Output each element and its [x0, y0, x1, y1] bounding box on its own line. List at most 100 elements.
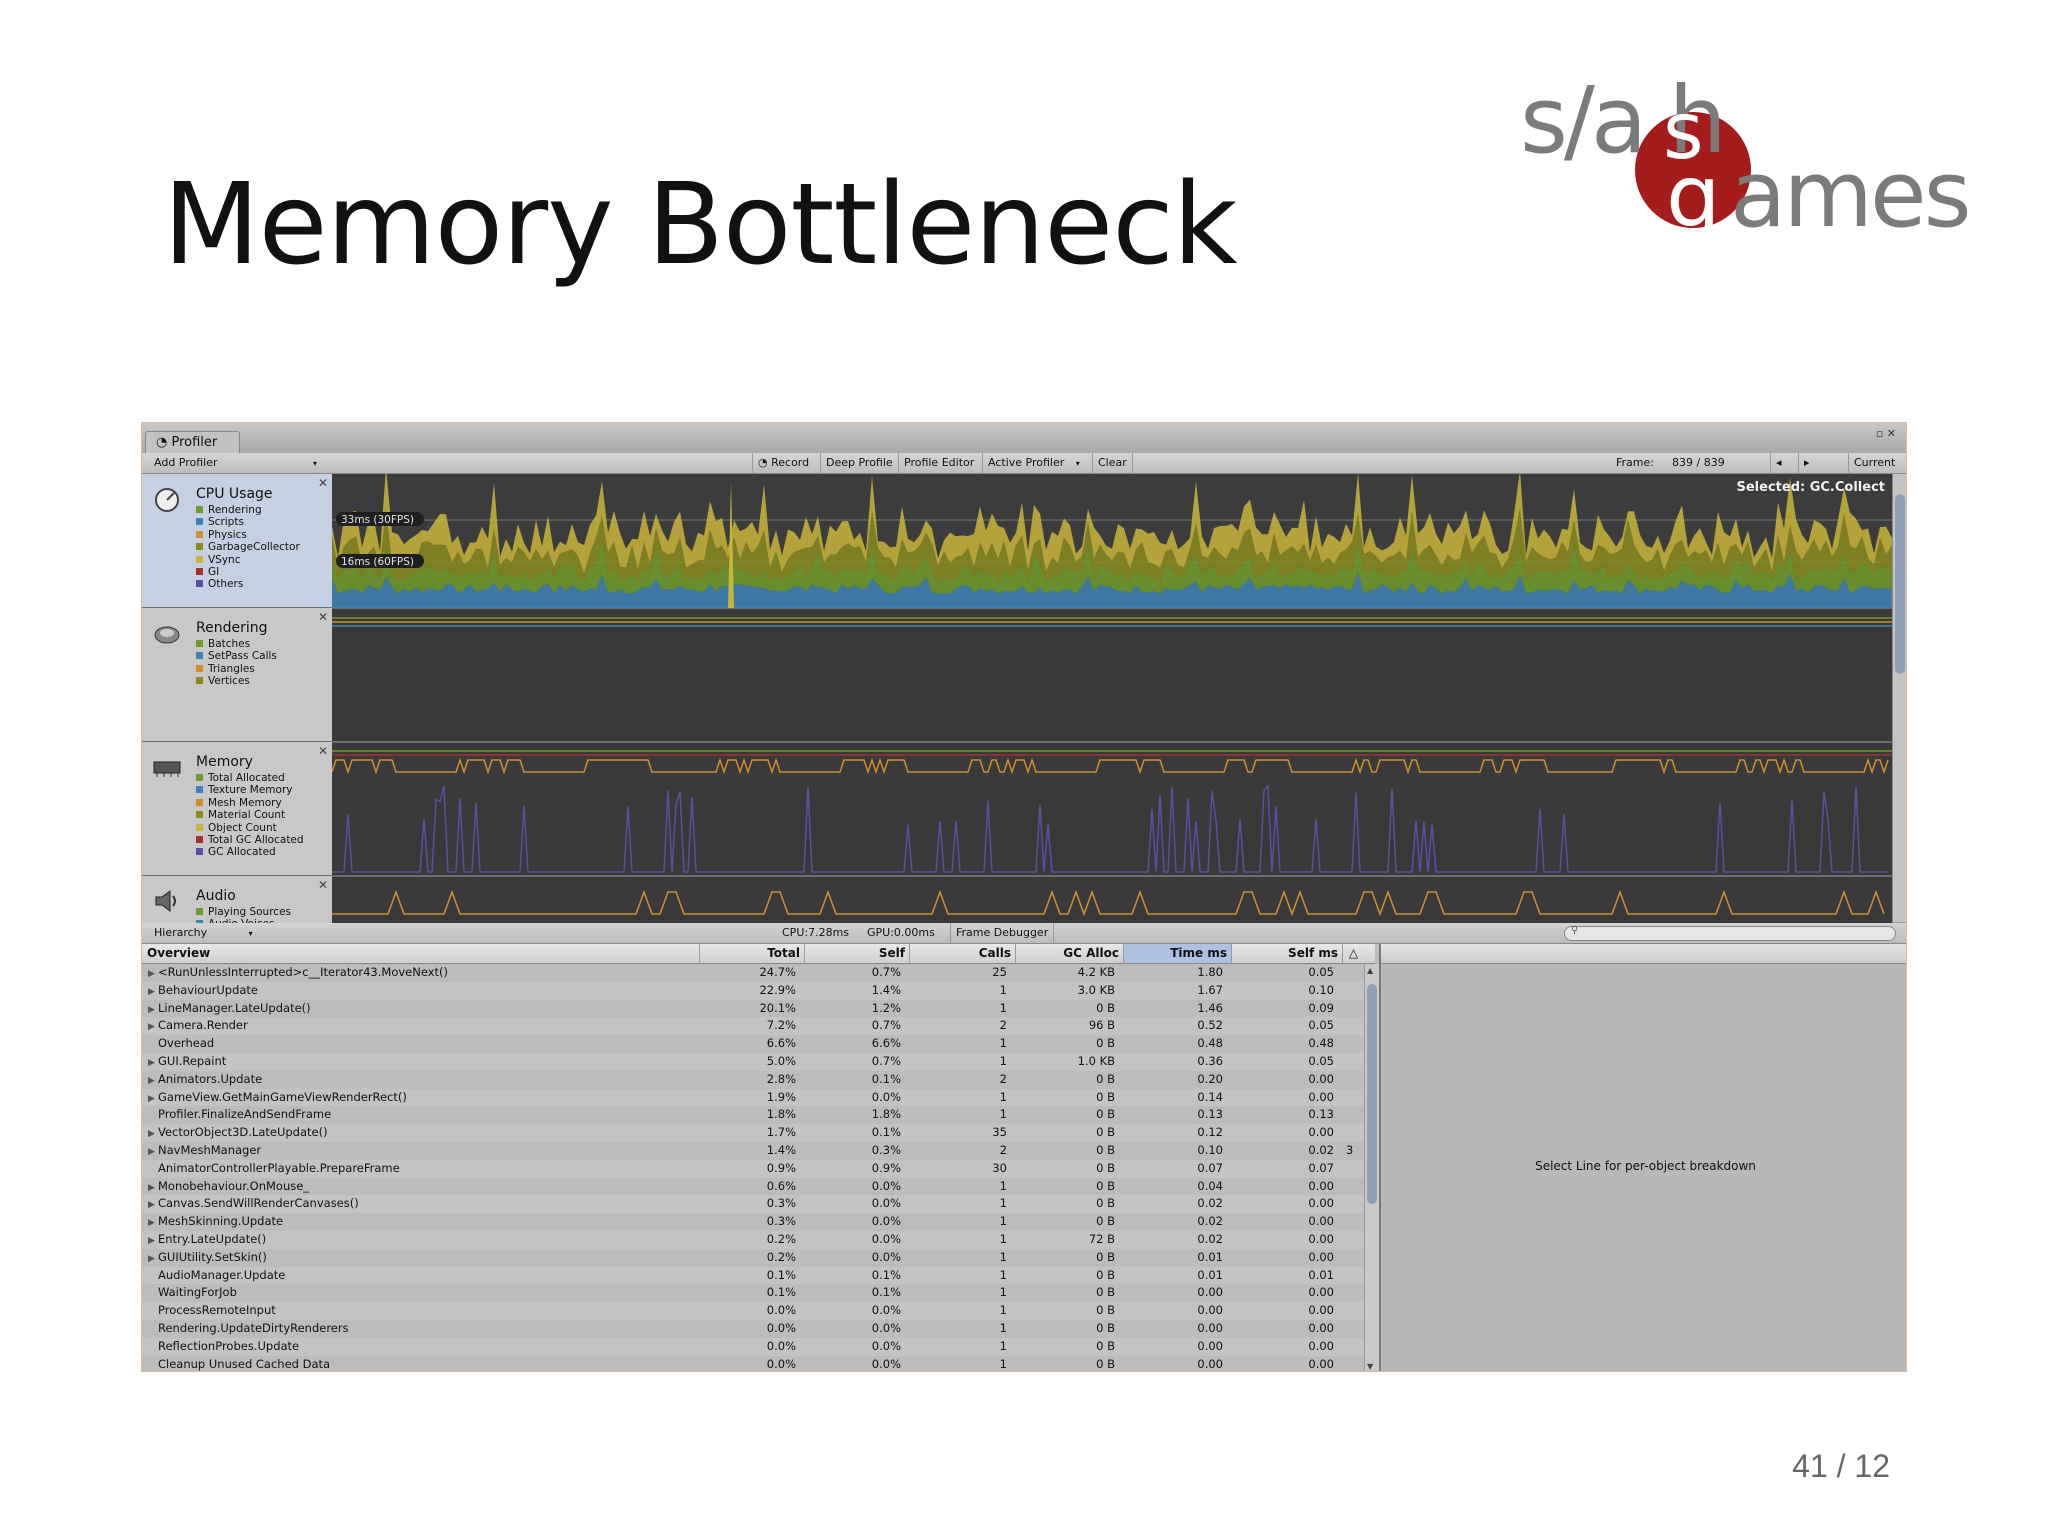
table-scroll-thumb[interactable] [1367, 984, 1377, 1204]
col-self[interactable]: Self [804, 944, 909, 963]
expand-arrow-icon[interactable]: ▶ [148, 1075, 155, 1086]
legend-item[interactable]: Total GC Allocated [196, 834, 304, 846]
cell-self: 0.0% [871, 1089, 901, 1104]
expand-arrow-icon[interactable]: ▶ [148, 1129, 155, 1140]
window-controls[interactable]: ▫ ✕ [1875, 427, 1896, 440]
table-row[interactable]: ▶Canvas.SendWillRenderCanvases()0.3%0.0%… [142, 1195, 1366, 1214]
search-input[interactable]: ⚲ [1564, 925, 1896, 941]
profile-editor-button[interactable]: Profile Editor [898, 453, 979, 473]
legend-item[interactable]: Total Allocated [196, 772, 304, 784]
table-scrollbar[interactable]: ▲ ▼ [1364, 964, 1379, 1371]
row-name-cell: ▶MeshSkinning.Update [148, 1213, 283, 1233]
legend-item[interactable]: GI [196, 566, 300, 578]
legend-item[interactable]: Others [196, 578, 300, 590]
graph-scrollbar[interactable] [1892, 474, 1906, 922]
hierarchy-dropdown[interactable]: Hierarchy ▾ [154, 923, 253, 943]
expand-arrow-icon[interactable]: ▶ [148, 986, 155, 997]
profiler-toolbar: Add Profiler ▾ ◔ Record Deep Profile Pro… [142, 453, 1906, 474]
clear-button[interactable]: Clear [1092, 453, 1133, 473]
table-row[interactable]: ▶<RunUnlessInterrupted>c__Iterator43.Mov… [142, 964, 1366, 982]
active-profiler-dropdown[interactable]: Active Profiler ▾ [982, 453, 1085, 473]
cell-gc: 0 B [1096, 1338, 1115, 1353]
expand-arrow-icon[interactable]: ▶ [148, 1022, 155, 1033]
cell-total: 24.7% [759, 965, 796, 979]
col-gc-alloc[interactable]: GC Alloc [1015, 944, 1123, 963]
legend-item[interactable]: Playing Sources [196, 906, 291, 918]
profiler-graphs[interactable]: 33ms (30FPS) 16ms (60FPS) Selected: GC.C… [332, 474, 1892, 924]
expand-arrow-icon[interactable]: ▶ [148, 1182, 155, 1193]
prev-frame-button[interactable]: ◂ [1770, 453, 1797, 473]
legend-swatch [196, 640, 203, 647]
legend-item[interactable]: Texture Memory [196, 784, 304, 796]
col-calls[interactable]: Calls [909, 944, 1015, 963]
legend-item[interactable]: Scripts [196, 516, 300, 528]
legend-item[interactable]: GC Allocated [196, 846, 304, 858]
legend-item[interactable]: VSync [196, 554, 300, 566]
deep-profile-button[interactable]: Deep Profile [820, 453, 898, 473]
legend-item[interactable]: SetPass Calls [196, 650, 277, 662]
scroll-down-icon[interactable]: ▼ [1367, 1362, 1374, 1371]
expand-arrow-icon[interactable]: ▶ [148, 1004, 155, 1015]
legend-item[interactable]: Rendering [196, 504, 300, 516]
legend-item[interactable]: Vertices [196, 675, 277, 687]
legend-item[interactable]: Triangles [196, 663, 277, 675]
cell-time: 0.02 [1197, 1214, 1223, 1229]
graph-scroll-thumb[interactable] [1895, 494, 1905, 674]
expand-arrow-icon[interactable]: ▶ [148, 1146, 155, 1157]
current-frame-button[interactable]: Current [1848, 453, 1900, 473]
expand-arrow-icon[interactable]: ▶ [148, 969, 155, 979]
add-profiler-dropdown[interactable]: Add Profiler ▾ [154, 453, 317, 473]
close-icon[interactable]: ✕ [317, 610, 328, 624]
tab-profiler[interactable]: ◔ Profiler [145, 431, 241, 454]
close-icon[interactable]: ✕ [317, 476, 328, 490]
close-icon[interactable]: ✕ [317, 878, 328, 892]
legend-item[interactable]: Batches [196, 638, 277, 650]
table-row[interactable]: ▶GameView.GetMainGameViewRenderRect()1.9… [142, 1088, 1366, 1107]
next-frame-button[interactable]: ▸ [1798, 453, 1825, 473]
legend-item[interactable]: Object Count [196, 822, 304, 834]
scroll-up-icon[interactable]: ▲ [1367, 966, 1374, 975]
col-total[interactable]: Total [699, 944, 804, 963]
expand-arrow-icon[interactable]: ▶ [148, 1057, 155, 1068]
legend-label: Total GC Allocated [208, 834, 304, 847]
column-warning-icon[interactable]: △ [1342, 944, 1364, 963]
legend-item[interactable]: Physics [196, 529, 300, 541]
expand-arrow-icon[interactable]: ▶ [148, 1200, 155, 1211]
legend-item[interactable]: GarbageCollector [196, 541, 300, 553]
expand-arrow-icon[interactable]: ▶ [148, 1253, 155, 1264]
expand-arrow-icon[interactable]: ▶ [148, 1093, 155, 1104]
frame-debugger-button[interactable]: Frame Debugger [950, 923, 1055, 943]
col-overview[interactable]: Overview [147, 946, 211, 960]
expand-arrow-icon[interactable]: ▶ [148, 1235, 155, 1246]
legend-item[interactable]: Material Count [196, 809, 304, 821]
expand-arrow-icon[interactable]: ▶ [148, 1218, 155, 1229]
record-button[interactable]: ◔ Record [752, 453, 814, 473]
col-self-ms[interactable]: Self ms [1231, 944, 1342, 963]
close-icon[interactable]: ✕ [317, 744, 328, 758]
col-time-ms[interactable]: Time ms [1123, 944, 1231, 963]
legend-item[interactable]: Mesh Memory [196, 797, 304, 809]
